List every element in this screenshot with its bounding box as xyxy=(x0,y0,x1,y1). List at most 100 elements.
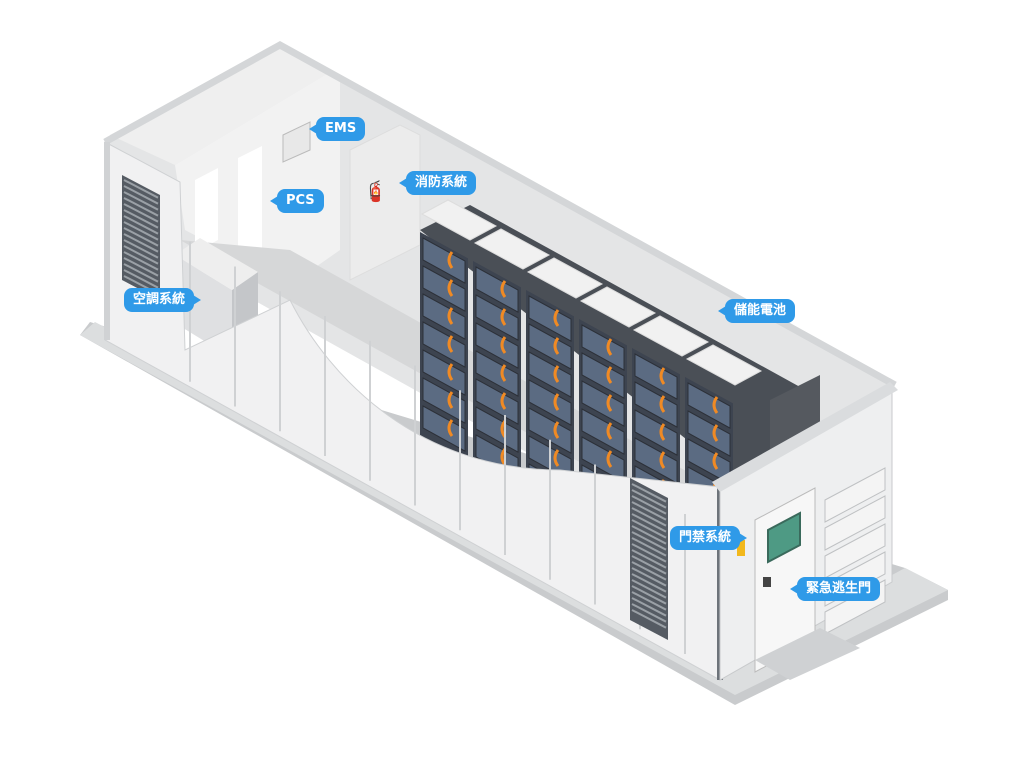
door-screen xyxy=(767,511,801,564)
vent-slat xyxy=(123,197,159,217)
rack-cover xyxy=(632,315,710,357)
battery-cable xyxy=(447,307,454,325)
vent-slat xyxy=(123,257,159,277)
battery-cable xyxy=(606,338,613,356)
vent-slat xyxy=(123,191,159,211)
battery-cable xyxy=(606,450,613,468)
vent-slat xyxy=(631,591,667,611)
label-ems: EMS xyxy=(308,117,366,141)
battery-cable xyxy=(447,391,454,409)
battery-cable xyxy=(553,449,560,467)
rack-cover xyxy=(420,199,498,241)
vent-slat xyxy=(631,537,667,557)
front-vent-slats xyxy=(631,483,667,629)
battery-cable xyxy=(712,452,719,470)
vent-slat xyxy=(631,549,667,569)
door-step xyxy=(755,628,860,680)
end-wall-cabinet-panel xyxy=(824,523,886,579)
vent-slat xyxy=(631,603,667,623)
battery-cable xyxy=(553,337,560,355)
battery-cable xyxy=(606,394,613,412)
vent-slat xyxy=(631,525,667,545)
battery-cable xyxy=(500,308,507,326)
vent-slat xyxy=(123,215,159,235)
end-top-rail xyxy=(712,382,898,492)
battery-racks xyxy=(420,199,820,579)
battery-cable xyxy=(553,365,560,383)
vent-slat xyxy=(123,203,159,223)
battery-cable xyxy=(447,419,454,437)
vent-slat xyxy=(631,483,667,503)
vent-slat xyxy=(123,239,159,259)
battery-cable xyxy=(659,395,666,413)
label-fire-system: 消防系統 xyxy=(398,171,477,195)
front-wall xyxy=(104,141,721,681)
vent-slat xyxy=(123,227,159,247)
vent-slat xyxy=(123,221,159,241)
access-reader-icon xyxy=(737,540,745,556)
top-rail-front xyxy=(103,40,897,389)
left-vent-slats xyxy=(123,179,159,295)
vent-slat xyxy=(123,209,159,229)
battery-cable xyxy=(659,451,666,469)
vent-slat xyxy=(631,555,667,575)
pcs-door-2 xyxy=(238,146,262,262)
ceiling-left xyxy=(110,45,330,165)
battery-cable xyxy=(553,421,560,439)
vent-slat xyxy=(631,609,667,629)
battery-cable xyxy=(606,366,613,384)
vent-slat xyxy=(631,531,667,551)
rack-cover xyxy=(526,257,604,299)
battery-cable xyxy=(500,280,507,298)
vent-slat xyxy=(631,489,667,509)
battery-cable xyxy=(447,363,454,381)
rack-cover xyxy=(579,286,657,328)
battery-cable xyxy=(659,423,666,441)
fire-extinguisher-icon: 🧯 xyxy=(363,179,388,203)
vent-slat xyxy=(631,561,667,581)
end-wall-cabinet-panel xyxy=(824,495,886,551)
battery-cable xyxy=(447,279,454,297)
battery-cable xyxy=(500,336,507,354)
label-access-control: 門禁系統 xyxy=(670,526,748,550)
vent-slat xyxy=(631,519,667,539)
vent-slat xyxy=(123,263,159,283)
vent-slat xyxy=(631,597,667,617)
label-hvac-system: 空調系統 xyxy=(124,288,202,312)
battery-cable xyxy=(500,392,507,410)
vent-slat xyxy=(123,233,159,253)
battery-cable xyxy=(606,422,613,440)
label-emergency-exit: 緊急逃生門 xyxy=(789,577,881,601)
vent-slat xyxy=(123,245,159,265)
pcs-door-1 xyxy=(195,168,218,252)
vent-slat xyxy=(123,269,159,289)
keypad-icon xyxy=(763,577,771,587)
vent-slat xyxy=(123,179,159,199)
vent-slat xyxy=(123,251,159,271)
battery-cable xyxy=(553,309,560,327)
vent-slat xyxy=(631,585,667,605)
vent-slat xyxy=(631,579,667,599)
battery-cable xyxy=(553,393,560,411)
hvac-unit-top xyxy=(175,238,258,290)
vent-slat xyxy=(631,513,667,533)
label-pcs: PCS xyxy=(270,189,324,213)
battery-cable xyxy=(500,364,507,382)
battery-cable xyxy=(447,335,454,353)
vent-slat xyxy=(631,501,667,521)
battery-cable xyxy=(712,424,719,442)
vent-slat xyxy=(631,495,667,515)
vent-slat xyxy=(631,543,667,563)
ems-panel xyxy=(282,121,311,163)
rack-cover xyxy=(473,228,551,270)
battery-cable xyxy=(659,367,666,385)
battery-cable xyxy=(712,396,719,414)
rack-cover xyxy=(685,344,763,386)
end-wall-cabinet-panel xyxy=(824,467,886,523)
vent-slat xyxy=(123,185,159,205)
vent-slat xyxy=(631,507,667,527)
vent-slat xyxy=(631,567,667,587)
label-battery: 儲能電池 xyxy=(717,299,796,323)
vent-slat xyxy=(631,573,667,593)
